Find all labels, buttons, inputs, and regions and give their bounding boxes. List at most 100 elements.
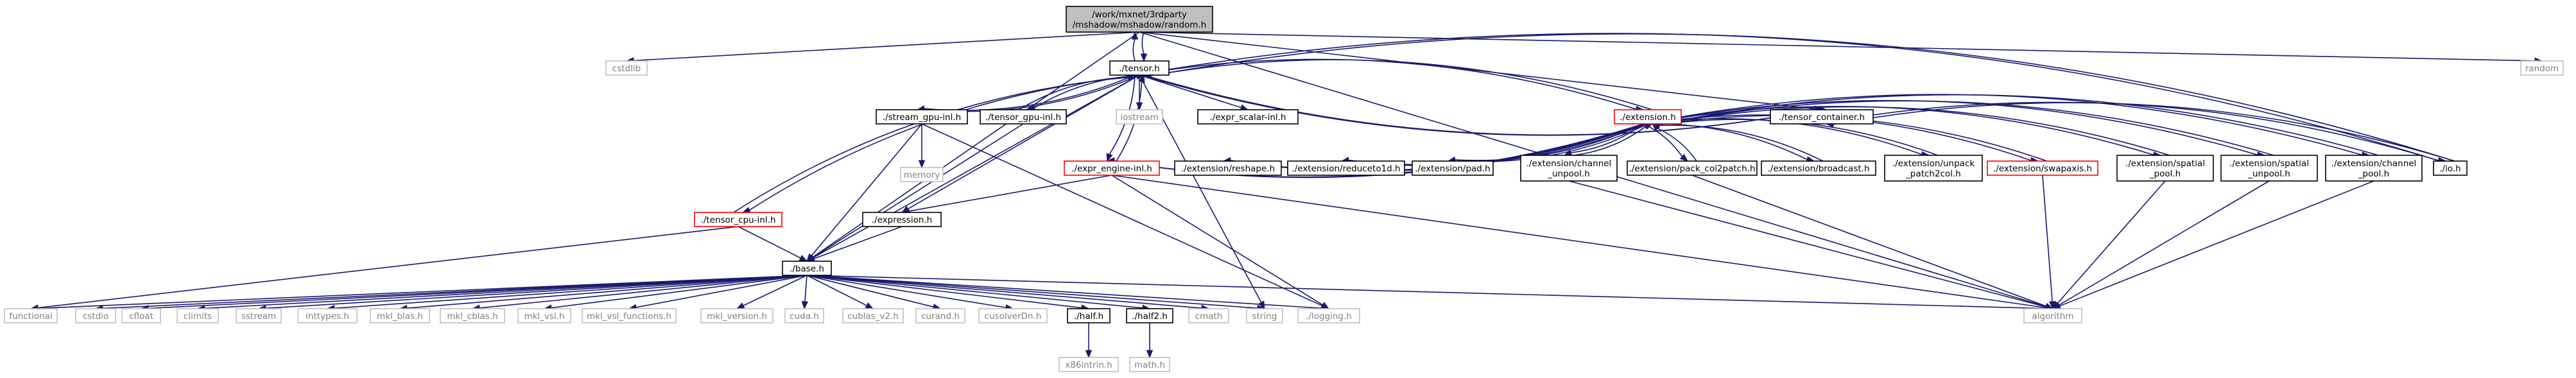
node-half2[interactable]: ./half2.h <box>1126 308 1173 323</box>
node-label: ./base.h <box>790 264 824 274</box>
node-label: math.h <box>1134 360 1165 370</box>
node-label: ./half2.h <box>1132 311 1168 322</box>
node-label: cublas_v2.h <box>847 311 899 322</box>
node-ext-unpack-patch2col[interactable]: ./extension/unpack_patch2col.h <box>1884 155 1983 182</box>
node-label: ./extension/swapaxis.h <box>1993 164 2092 174</box>
edge-tensor-to-tensor_container <box>1143 74 1828 136</box>
node-ext-reshape[interactable]: ./extension/reshape.h <box>1174 160 1282 176</box>
node-label: ./tensor_cpu-inl.h <box>701 215 776 225</box>
edge-extension-to-tensor <box>1143 59 1653 110</box>
node-ext-broadcast[interactable]: ./extension/broadcast.h <box>1761 160 1876 176</box>
edge-root-to-cstdlib <box>625 31 1140 64</box>
node-half[interactable]: ./half.h <box>1067 308 1111 323</box>
edge-stream_gpu-to-logging <box>921 123 1330 309</box>
node-expression[interactable]: ./expression.h <box>862 212 942 227</box>
node-cstdio[interactable]: cstdio <box>75 308 116 323</box>
node-cstdlib[interactable]: cstdlib <box>605 60 648 76</box>
node-tensor-gpu[interactable]: ./tensor_gpu-inl.h <box>980 109 1067 125</box>
node-cublas-v2[interactable]: cublas_v2.h <box>842 308 904 323</box>
node-random[interactable]: random <box>2520 60 2564 76</box>
node-label: cuda.h <box>790 311 819 322</box>
edge-io-to-tensor_container <box>1825 102 2455 162</box>
node-label: string <box>1252 311 1277 322</box>
node-label: _patch2col.h <box>1905 169 1961 179</box>
node-ext-spatial-unpool[interactable]: ./extension/spatial_unpool.h <box>2220 155 2318 182</box>
edge-base-to-half2 <box>806 275 1151 312</box>
node-expr-scalar[interactable]: ./expr_scalar-inl.h <box>1197 109 1299 125</box>
edge-half2-to-math <box>1146 322 1154 359</box>
edge-ext_channel_unpool-to-algorithm <box>1568 180 2054 311</box>
node-functional[interactable]: functional <box>4 308 58 323</box>
node-label: mkl_cblas.h <box>447 311 497 322</box>
node-ext-swapaxis[interactable]: ./extension/swapaxis.h <box>1987 160 2098 176</box>
node-stream-gpu[interactable]: ./stream_gpu-inl.h <box>876 109 968 125</box>
edge-ext_spatial_unpool-to-algorithm <box>2052 180 2270 309</box>
node-label: algorithm <box>2032 311 2073 322</box>
edge-io-to-tensor <box>1143 33 2455 162</box>
node-x86intrin[interactable]: x86intrin.h <box>1059 357 1119 372</box>
node-mkl-cblas[interactable]: mkl_cblas.h <box>440 308 505 323</box>
node-expr-engine[interactable]: ./expr_engine-inl.h <box>1064 160 1160 176</box>
edge-half-to-x86intrin <box>1085 323 1093 359</box>
node-root[interactable]: /work/mxnet/3rdparty/mshadow/mshadow/ran… <box>1066 6 1213 33</box>
node-label: curand.h <box>921 311 960 322</box>
node-curand[interactable]: curand.h <box>915 308 965 323</box>
node-label: cfloat <box>129 311 153 322</box>
node-mkl-version[interactable]: mkl_version.h <box>700 308 774 323</box>
edge-tensor-to-tensor_cpu <box>741 74 1145 214</box>
node-sstream[interactable]: sstream <box>236 308 282 323</box>
node-ext-pack-col2patch[interactable]: ./extension/pack_col2patch.h <box>1627 160 1758 176</box>
node-iostream[interactable]: iostream <box>1116 109 1163 125</box>
node-label: random <box>2525 64 2559 74</box>
node-algorithm[interactable]: algorithm <box>2023 308 2082 323</box>
node-mkl-vsl-functions[interactable]: mkl_vsl_functions.h <box>582 308 677 323</box>
node-ext-channel-pool[interactable]: ./extension/channel_pool.h <box>2325 155 2423 182</box>
node-base[interactable]: ./base.h <box>782 261 832 276</box>
node-label: ./tensor_container.h <box>1779 112 1865 123</box>
node-inttypes[interactable]: inttypes.h <box>297 308 358 323</box>
node-ext-reduceto1d[interactable]: ./extension/reduceto1d.h <box>1287 160 1405 176</box>
node-cfloat[interactable]: cfloat <box>121 308 161 323</box>
node-ext-spatial-pool[interactable]: ./extension/spatial_pool.h <box>2116 155 2214 182</box>
node-tensor-container[interactable]: ./tensor_container.h <box>1770 109 1874 125</box>
node-ext-channel-unpool[interactable]: ./extension/channel_unpool.h <box>1520 155 1618 182</box>
node-string[interactable]: string <box>1246 308 1283 323</box>
node-math[interactable]: math.h <box>1129 357 1170 372</box>
node-cmath[interactable]: cmath <box>1188 308 1229 323</box>
node-climits[interactable]: climits <box>177 308 219 323</box>
node-label: _unpool.h <box>1547 169 1590 179</box>
node-label: ./extension/spatial <box>2229 159 2309 169</box>
node-tensor[interactable]: ./tensor.h <box>1109 60 1170 76</box>
node-io[interactable]: ./io.h <box>2433 160 2468 176</box>
node-extension[interactable]: ./extension.h <box>1614 109 1682 125</box>
node-mkl-vsl[interactable]: mkl_vsl.h <box>517 308 571 323</box>
node-mkl-blas[interactable]: mkl_blas.h <box>370 308 430 323</box>
edge-root-to-tensor <box>1140 31 1148 62</box>
node-tensor-cpu[interactable]: ./tensor_cpu-inl.h <box>694 212 782 227</box>
edge-tensor_container-to-io <box>1817 101 2447 164</box>
node-label: mkl_vsl_functions.h <box>587 311 671 322</box>
node-label: ./tensor_gpu-inl.h <box>985 112 1061 123</box>
edge-tensor-to-root <box>1131 31 1139 62</box>
node-memory[interactable]: memory <box>900 167 944 182</box>
node-label: ./extension/channel <box>1526 159 1612 169</box>
node-cuda[interactable]: cuda.h <box>784 308 824 323</box>
node-label: ./logging.h <box>1306 311 1352 322</box>
node-cusolverDn[interactable]: cusolverDn.h <box>978 308 1048 323</box>
node-label: ./extension/pad.h <box>1415 164 1490 174</box>
node-ext-pad[interactable]: ./extension/pad.h <box>1412 160 1494 176</box>
edge-tensor_container-to-tensor <box>1134 72 1818 136</box>
nodes-layer: /work/mxnet/3rdparty/mshadow/mshadow/ran… <box>4 6 2564 372</box>
edge-ext_spatial_pool-to-extension <box>1651 106 2170 156</box>
node-label: iostream <box>1120 112 1158 123</box>
node-logging[interactable]: ./logging.h <box>1297 308 1360 323</box>
node-label: ./stream_gpu-inl.h <box>883 112 961 123</box>
edge-stream_gpu-to-memory <box>918 124 926 169</box>
node-label: cmath <box>1195 311 1223 322</box>
node-label: ./extension/channel <box>2331 159 2417 169</box>
node-label: mkl_vsl.h <box>524 311 564 322</box>
edge-ext_channel_pool-to-algorithm <box>2052 180 2374 309</box>
node-label: ./expr_engine-inl.h <box>1071 164 1152 174</box>
edge-ext_spatial_pool-to-algorithm <box>2052 180 2166 309</box>
edge-tensor-to-io <box>1134 33 2447 164</box>
